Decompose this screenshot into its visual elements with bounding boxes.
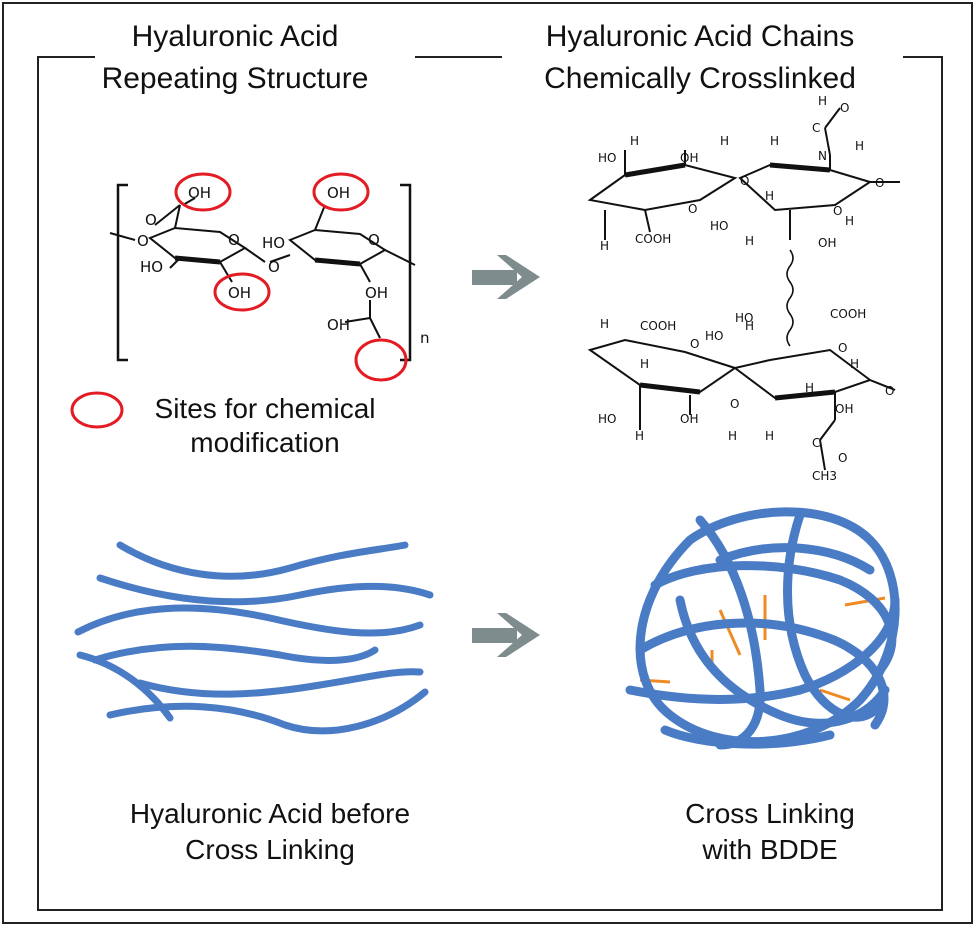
- heading-left: Hyaluronic Acid Repeating Structure: [70, 16, 400, 100]
- o-label: O: [228, 231, 240, 249]
- svg-text:H: H: [728, 429, 737, 443]
- site-circle: [213, 272, 271, 312]
- o-label: O: [145, 211, 157, 229]
- svg-text:C: C: [812, 436, 820, 450]
- svg-text:H: H: [630, 134, 639, 148]
- heading-left-line2: Repeating Structure: [101, 62, 369, 95]
- svg-text:H: H: [640, 357, 649, 371]
- caption-bottom-left-line2: Cross Linking: [185, 834, 355, 865]
- svg-text:O: O: [838, 451, 847, 465]
- oh-label: OH: [228, 284, 251, 302]
- oh-label: OH: [365, 284, 388, 302]
- svg-text:C: C: [812, 121, 820, 135]
- uncrosslinked-strands: [74, 541, 434, 735]
- svg-text:H: H: [745, 319, 754, 333]
- caption-bottom-left: Hyaluronic Acid before Cross Linking: [100, 796, 440, 868]
- svg-text:O: O: [875, 176, 884, 190]
- svg-text:HO: HO: [705, 329, 723, 343]
- svg-text:H: H: [845, 214, 854, 228]
- legend-marker: [70, 391, 124, 429]
- svg-text:H: H: [635, 429, 644, 443]
- svg-text:O: O: [838, 341, 847, 355]
- svg-text:COOH: COOH: [635, 232, 671, 246]
- svg-text:CH3: CH3: [812, 469, 837, 483]
- caption-bottom-right: Cross Linking with BDDE: [640, 796, 900, 868]
- svg-text:H: H: [818, 94, 827, 108]
- svg-text:O: O: [688, 202, 697, 216]
- repeat-subscript: n: [420, 329, 430, 347]
- crosslinked-structure: [587, 107, 900, 471]
- o-label: O: [368, 231, 380, 249]
- ho-label: HO: [140, 258, 163, 276]
- svg-text:H: H: [850, 357, 859, 371]
- svg-text:COOH: COOH: [830, 307, 866, 321]
- reaction-arrow-bottom: [472, 613, 540, 657]
- svg-text:OH: OH: [835, 402, 853, 416]
- reaction-arrow-top: [472, 255, 540, 299]
- svg-text:O: O: [730, 397, 739, 411]
- svg-text:COOH: COOH: [640, 319, 676, 333]
- heading-left-line1: Hyaluronic Acid: [131, 20, 339, 53]
- crosslinked-network: [625, 507, 900, 750]
- bdde-crosslinks: [639, 595, 886, 702]
- legend-line2: modification: [190, 427, 340, 458]
- bracket-left: [116, 183, 128, 362]
- caption-bottom-right-line2: with BDDE: [702, 834, 838, 865]
- svg-text:HO: HO: [598, 151, 616, 165]
- heading-right-line2: Chemically Crosslinked: [544, 62, 856, 95]
- svg-text:H: H: [765, 429, 774, 443]
- svg-text:HO: HO: [710, 219, 728, 233]
- site-circle: [312, 172, 370, 212]
- oh-label: OH: [327, 184, 350, 202]
- monomer-structure: n O O O O O H: [109, 172, 430, 382]
- svg-text:OH: OH: [818, 236, 836, 250]
- svg-text:H: H: [745, 234, 754, 248]
- o-label: O: [268, 258, 280, 276]
- heading-right-line1: Hyaluronic Acid Chains: [545, 20, 855, 53]
- svg-text:OH: OH: [680, 151, 698, 165]
- svg-text:O: O: [690, 337, 699, 351]
- site-circle: [354, 338, 408, 382]
- svg-text:O: O: [833, 204, 842, 218]
- oh-label: OH: [188, 184, 211, 202]
- svg-text:H: H: [720, 134, 729, 148]
- legend-line1: Sites for chemical: [154, 393, 376, 424]
- svg-text:O: O: [840, 101, 849, 115]
- caption-bottom-right-line1: Cross Linking: [685, 798, 855, 829]
- svg-text:H: H: [600, 317, 609, 331]
- legend-text: Sites for chemical modification: [140, 392, 390, 460]
- o-label: O: [137, 232, 149, 250]
- svg-text:H: H: [770, 134, 779, 148]
- ho-label: HO: [262, 234, 285, 252]
- svg-text:H: H: [600, 239, 609, 253]
- bracket-right: [400, 183, 412, 362]
- svg-text:O: O: [740, 174, 749, 188]
- svg-text:H: H: [765, 189, 774, 203]
- svg-text:H: H: [805, 381, 814, 395]
- svg-text:OH: OH: [680, 412, 698, 426]
- svg-text:HO: HO: [598, 412, 616, 426]
- svg-text:O: O: [885, 384, 894, 398]
- oh-label: OH: [327, 316, 350, 334]
- heading-right: Hyaluronic Acid Chains Chemically Crossl…: [520, 16, 880, 100]
- caption-bottom-left-line1: Hyaluronic Acid before: [129, 798, 411, 829]
- svg-text:HO: HO: [735, 311, 753, 325]
- svg-text:H: H: [855, 139, 864, 153]
- svg-text:N: N: [818, 149, 827, 163]
- site-circle: [174, 172, 232, 212]
- panel-frame: [37, 56, 943, 911]
- modification-sites: [174, 172, 408, 382]
- crosslinked-labels: HO OH H H H H H H H COOH HO OH N H O O O…: [598, 94, 894, 483]
